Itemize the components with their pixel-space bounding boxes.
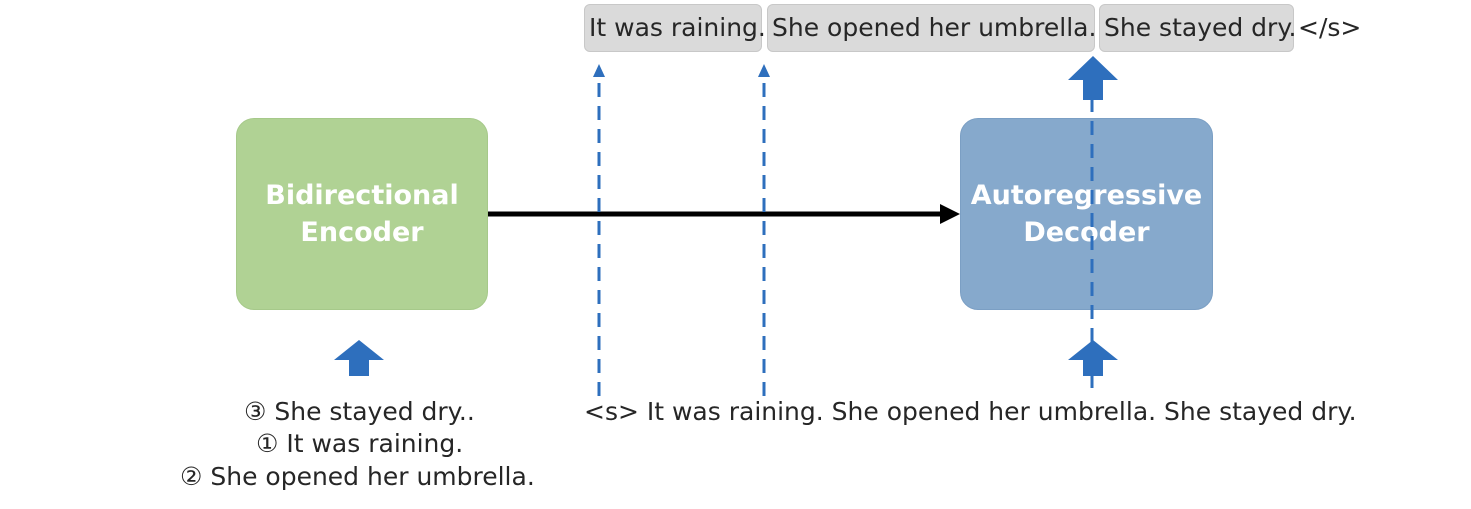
dashed-arrowhead-2	[758, 64, 770, 77]
encoder-input-block-arrow	[334, 340, 384, 376]
encoder-label-line1: Bidirectional	[265, 180, 459, 211]
decoder-label-line2: Decoder	[1023, 217, 1150, 248]
output-eos-token: </s>	[1298, 13, 1362, 42]
encoder-input-line-2: ① It was raining.	[256, 429, 464, 458]
output-token-1: It was raining.	[584, 4, 766, 52]
decoder-output-block-arrow	[1068, 56, 1118, 100]
bidirectional-encoder-box: Bidirectional Encoder	[236, 118, 488, 310]
encoder-input-line-1: ③ She stayed dry..	[244, 397, 475, 426]
output-token-2: She opened her umbrella.	[767, 4, 1096, 52]
output-token-3: She stayed dry.	[1099, 4, 1297, 52]
encoder-to-decoder-arrowhead	[940, 204, 960, 224]
encoder-input-line-3: ② She opened her umbrella.	[180, 462, 535, 491]
decoder-input-block-arrow	[1068, 340, 1118, 376]
encoder-label-line2: Encoder	[300, 217, 424, 248]
autoregressive-decoder-box: Autoregressive Decoder	[960, 118, 1213, 310]
decoder-label-line1: Autoregressive	[970, 180, 1203, 211]
dashed-arrowhead-1	[593, 64, 605, 77]
decoder-input-sequence: <s> It was raining. She opened her umbre…	[584, 397, 1357, 426]
